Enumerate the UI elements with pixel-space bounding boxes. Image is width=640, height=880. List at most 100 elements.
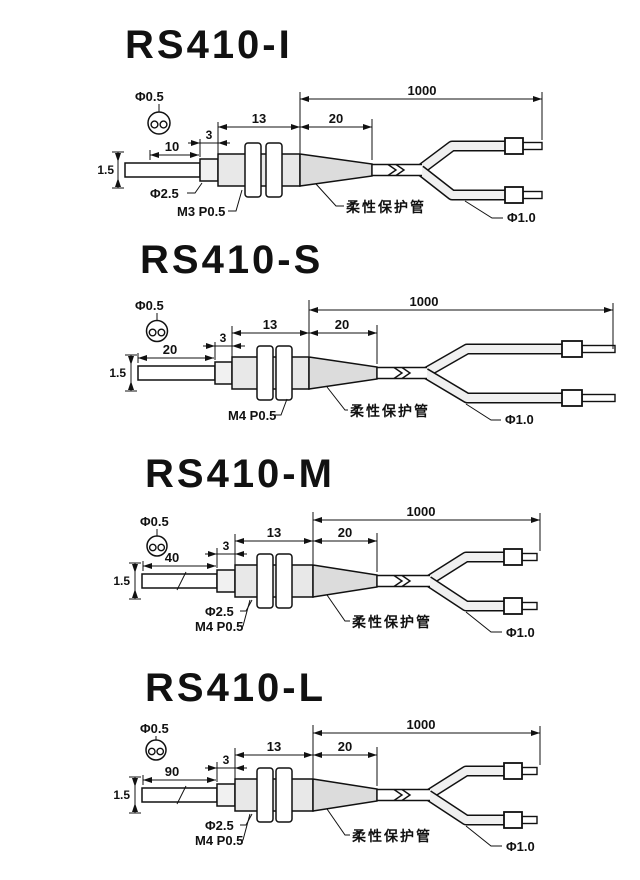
cable-length-dim: 1000 (407, 504, 436, 519)
fiber-end-lower (521, 601, 538, 611)
collar-length-dim: 3 (220, 331, 227, 345)
leader-line (465, 825, 502, 847)
tip-diameter-dimension (125, 354, 137, 392)
sensor-tip (124, 162, 201, 178)
tip-length-dim: 10 (165, 139, 179, 154)
thread-length-dim: 13 (267, 739, 281, 754)
cable-break-icon (393, 788, 412, 802)
tip-diameter-dimension (112, 151, 124, 189)
nut (244, 142, 262, 198)
fiber-diameter-label: Φ0.5 (135, 298, 164, 313)
leader-line (275, 398, 288, 416)
nut (256, 553, 274, 609)
leader-line (240, 813, 253, 826)
nut (275, 767, 293, 823)
collar (214, 361, 233, 385)
nut (256, 345, 274, 401)
fiber-end-lower (581, 393, 616, 403)
fiber-diameter-label: Φ0.5 (135, 89, 164, 104)
flexible-tube-label: 柔性保护管 (351, 614, 432, 630)
fiber-diameter-label: Φ0.5 (140, 514, 169, 529)
leader-line (187, 182, 203, 194)
cable-break-icon (393, 366, 412, 380)
collar-diameter-label: Φ2.5 (205, 818, 234, 833)
page-title: RS410-I (125, 23, 293, 67)
flexible-tube (299, 153, 373, 187)
cable-diameter-label: Φ1.0 (507, 210, 536, 225)
thread-spec-label: M4 P0.5 (195, 619, 243, 634)
fiber-cross-section-icon (147, 111, 171, 135)
tip-diameter-dim: 1.5 (97, 163, 114, 177)
cable-length-dim: 1000 (408, 83, 437, 98)
nut (265, 142, 283, 198)
cable-break-icon (387, 163, 406, 177)
thread-length-dim: 13 (263, 317, 277, 332)
collar-length-dim: 3 (223, 539, 230, 553)
tip-break-icon (176, 785, 187, 805)
fiber-cross-section-icon (145, 739, 167, 761)
tube-length-dim: 20 (338, 739, 352, 754)
fiber-cross-section-icon (146, 535, 168, 557)
flexible-tube (312, 564, 378, 598)
tip-length-dim: 20 (163, 342, 177, 357)
connector (503, 811, 523, 829)
connector (504, 186, 524, 204)
page-title: RS410-L (145, 666, 326, 710)
collar (199, 158, 219, 182)
cable-diameter-label: Φ1.0 (506, 839, 535, 854)
cable-diameter-label: Φ1.0 (505, 412, 534, 427)
fiber-diameter-label: Φ0.5 (140, 721, 169, 736)
connector (503, 762, 523, 780)
thread-spec-label: M3 P0.5 (177, 204, 225, 219)
connector (561, 389, 583, 407)
connector (503, 597, 523, 615)
tube-length-dim: 20 (329, 111, 343, 126)
fiber-end-lower (522, 190, 543, 200)
page-title: RS410-M (145, 452, 335, 496)
collar (216, 569, 236, 593)
connector (503, 548, 523, 566)
tube-length-dim: 20 (338, 525, 352, 540)
fiber-end-upper (581, 344, 616, 354)
tip-length-dim: 90 (165, 764, 179, 779)
cable (377, 575, 430, 587)
diagram-rs410-i: RS410-I Φ0.5 1.5 (97, 23, 543, 225)
leader-line (326, 386, 348, 411)
collar (216, 783, 236, 807)
cable-diameter-label: Φ1.0 (506, 625, 535, 640)
leader-line (240, 599, 253, 612)
page-title: RS410-S (140, 238, 323, 282)
nut (275, 345, 293, 401)
leader-line (237, 813, 251, 841)
collar-length-dim: 3 (206, 128, 213, 142)
nut (256, 767, 274, 823)
sensor-tip (137, 365, 216, 381)
tip-length-dim: 40 (165, 550, 179, 565)
leader-line (315, 183, 344, 207)
leader-line (326, 808, 350, 836)
cable-length-dim: 1000 (410, 294, 439, 309)
flexible-tube (312, 778, 378, 812)
tip-diameter-dim: 1.5 (113, 574, 130, 588)
flexible-tube-label: 柔性保护管 (345, 199, 426, 215)
thread-length-dim: 13 (267, 525, 281, 540)
tube-length-dim: 20 (335, 317, 349, 332)
connector (561, 340, 583, 358)
leader-line (228, 189, 243, 212)
threaded-body (234, 564, 314, 598)
cable-length-dim: 1000 (407, 717, 436, 732)
fiber-end-upper (522, 141, 543, 151)
cable (377, 789, 430, 801)
fiber-end-upper (521, 552, 538, 562)
leader-line (464, 200, 503, 219)
tip-diameter-dim: 1.5 (109, 366, 126, 380)
leader-line (465, 611, 502, 633)
leader-line (237, 599, 251, 627)
flexible-tube-label: 柔性保护管 (351, 828, 432, 844)
leader-line (465, 403, 501, 421)
tip-diameter-dimension (129, 776, 141, 814)
diagram-rs410-l: RS410-L Φ0.5 1.5 (113, 666, 541, 854)
nut (275, 553, 293, 609)
fiber-end-upper (521, 766, 538, 776)
